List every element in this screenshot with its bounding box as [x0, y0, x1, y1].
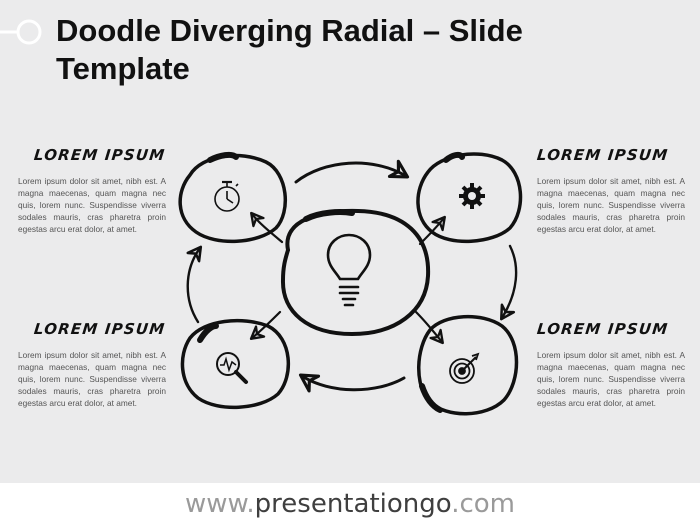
footer-bar: www.presentationgo.com [0, 483, 700, 525]
top-left-circle [178, 151, 288, 243]
lightbulb-icon [326, 233, 372, 307]
center-circle [280, 208, 431, 337]
slide-title: Doodle Diverging Radial – Slide Template [56, 13, 523, 86]
arrow-left-loop [186, 245, 203, 324]
arrow-center-to-top-right [418, 215, 446, 246]
target-icon [449, 352, 480, 384]
body-top-right: Lorem ipsum dolor sit amet, nibh est. A … [537, 176, 685, 234]
arrow-top-loop [294, 159, 410, 184]
footer-prefix: www. [185, 489, 255, 519]
body-bottom-left: Lorem ipsum dolor sit amet, nibh est. A … [18, 350, 166, 408]
body-top-left: Lorem ipsum dolor sit amet, nibh est. A … [18, 176, 166, 234]
stopwatch-icon [214, 180, 240, 212]
arrow-right-loop [500, 244, 518, 321]
footer-brand: presentationgo [254, 489, 452, 519]
arrow-center-to-bottom-right [414, 310, 444, 345]
radial-diagram [178, 151, 523, 416]
magnifier-chart-icon [216, 352, 248, 384]
bottom-right-circle [417, 315, 519, 416]
slide: Doodle Diverging Radial – Slide Template… [0, 13, 685, 416]
arrow-center-to-bottom-left [249, 310, 282, 340]
top-right-circle [416, 151, 523, 243]
arrow-center-to-top-left [250, 211, 284, 244]
body-bottom-right: Lorem ipsum dolor sit amet, nibh est. A … [537, 350, 685, 408]
arrow-bottom-loop [298, 373, 406, 393]
footer-suffix: .com [451, 489, 515, 519]
bottom-left-circle [180, 318, 291, 409]
pin-icon [0, 19, 42, 45]
gear-icon [459, 183, 485, 209]
